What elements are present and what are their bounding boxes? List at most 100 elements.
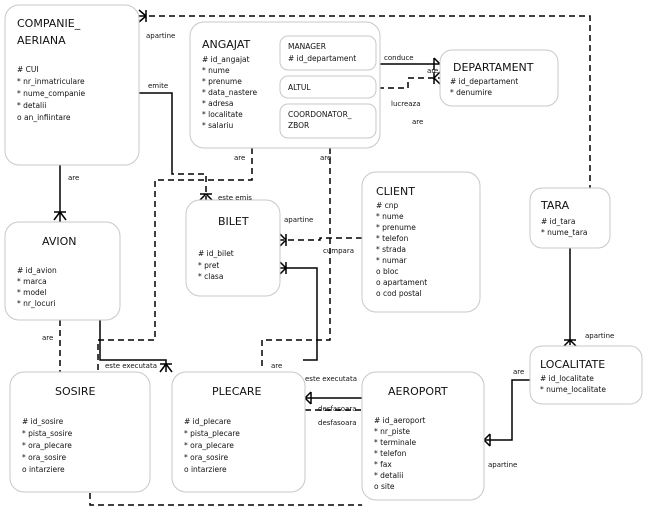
entity-title: COMPANIE_ — [17, 17, 81, 30]
crowfoot-bilet — [279, 261, 287, 275]
attr: # id_tara — [541, 217, 575, 226]
subtype-altul[interactable]: ALTUL — [279, 75, 377, 99]
attr: * ora_sosire — [184, 453, 229, 462]
attr: # CUI — [17, 65, 39, 74]
crowfoot-localitate — [563, 339, 577, 347]
link-companie-emite — [139, 92, 173, 170]
rel-label: are — [513, 368, 524, 376]
entity-title: PLECARE — [212, 385, 262, 398]
crowfoot-aeroport — [483, 433, 491, 447]
attr: o cod postal — [376, 289, 422, 298]
attr: * terminale — [374, 438, 416, 447]
attr: o an_infiintare — [17, 113, 71, 122]
attr: o bloc — [376, 267, 399, 276]
entity-sosire[interactable]: SOSIRE # id_sosire * pista_sosire * ora_… — [9, 371, 151, 493]
crowfoot-lucreaza — [433, 71, 441, 85]
entity-title: TARA — [540, 199, 570, 212]
entity-bilet[interactable]: BILET # id_bilet * pret * clasa — [185, 199, 281, 297]
entity-title: SOSIRE — [55, 385, 96, 398]
rel-label: cumpara — [323, 247, 354, 255]
attr: * detalii — [17, 101, 46, 110]
attr: * nume — [376, 212, 404, 221]
attr: * telefon — [374, 449, 407, 458]
attr: * numar — [376, 256, 408, 265]
entity-title: CLIENT — [376, 185, 415, 198]
relationship-labels: apartine emite are conduce are lucreaza … — [42, 32, 614, 469]
entity-companie-aeriana[interactable]: COMPANIE_ AERIANA # CUI * nr_inmatricula… — [4, 4, 140, 166]
link-angajat-plecare — [261, 148, 331, 370]
rel-label: are — [234, 154, 245, 162]
attr: * pista_plecare — [184, 429, 240, 438]
subtype-title: COORDONATOR_ — [288, 110, 352, 119]
crowfoot-conduce — [433, 57, 441, 70]
subtype-manager[interactable]: MANAGER # id_departament — [279, 35, 377, 71]
crowfoot-plecare-aeroport — [304, 391, 312, 405]
entity-title: AEROPORT — [388, 385, 448, 398]
attr: * fax — [374, 460, 392, 469]
attr: * model — [17, 288, 47, 297]
attr: * prenume — [376, 223, 416, 232]
attr: o site — [374, 482, 395, 491]
attr: * prenume — [202, 77, 242, 86]
link-client-bilet — [280, 237, 362, 241]
link-avion-plecare — [99, 320, 167, 372]
link-bilet-plecare — [280, 267, 318, 361]
crowfoot-avion — [53, 211, 67, 221]
entity-title: AVION — [42, 235, 76, 248]
rel-label: apartine — [146, 32, 175, 40]
crowfoot-bilet-emis — [199, 193, 213, 201]
subtype-coordonator-zbor[interactable]: COORDONATOR_ ZBOR — [279, 103, 377, 139]
rel-label: lucreaza — [391, 100, 421, 108]
attr: * pret — [198, 261, 219, 270]
attr: * pista_sosire — [22, 429, 73, 438]
subtype-title: ALTUL — [288, 83, 311, 92]
rel-label: apartine — [585, 332, 614, 340]
entity-title: BILET — [218, 215, 249, 228]
attr: * adresa — [202, 99, 234, 108]
attr: * nume_tara — [541, 228, 588, 237]
attr: o apartament — [376, 278, 427, 287]
rel-label: are — [320, 154, 331, 162]
rel-label: desfasoara — [318, 419, 357, 427]
connectors — [53, 9, 591, 506]
entity-tara[interactable]: TARA # id_tara * nume_tara — [529, 187, 611, 249]
entity-aeroport[interactable]: AEROPORT # id_aeroport * nr_piste * term… — [361, 371, 485, 501]
rel-label: desfasoara — [318, 405, 357, 413]
link-lucreaza — [378, 77, 440, 89]
entity-client[interactable]: CLIENT # cnp * nume * prenume * telefon … — [361, 171, 481, 313]
attr: o intarziere — [184, 465, 227, 474]
link-bilet-emis — [171, 170, 207, 200]
attr: * data_nastere — [202, 88, 258, 97]
crowfoot-companie — [138, 9, 147, 23]
rel-label: are — [68, 174, 79, 182]
attr: * denumire — [450, 88, 492, 97]
attr: # id_sosire — [22, 417, 64, 426]
entity-title: ANGAJAT — [202, 38, 251, 51]
attr: * ora_sosire — [22, 453, 67, 462]
attr: # id_departament — [450, 77, 518, 86]
attr: * nume_localitate — [540, 385, 606, 394]
entity-localitate[interactable]: LOCALITATE # id_localitate * nume_locali… — [529, 345, 643, 405]
entity-departament[interactable]: DEPARTAMENT # id_departament * denumire — [439, 49, 559, 107]
attr: * clasa — [198, 272, 223, 281]
entity-avion[interactable]: AVION # id_avion * marca * model * nr_lo… — [4, 221, 121, 321]
entity-plecare[interactable]: PLECARE # id_plecare * pista_plecare * o… — [171, 371, 306, 493]
link-angajat-bilet — [97, 148, 253, 372]
rel-label: este emis — [218, 194, 252, 202]
attr: * localitate — [202, 110, 243, 119]
attr: # id_plecare — [184, 417, 231, 426]
attr: o intarziere — [22, 465, 65, 474]
attr: * nr_locuri — [17, 299, 55, 308]
rel-label: are — [427, 67, 438, 75]
link-companie-tara — [139, 15, 591, 188]
attr: * nume — [202, 66, 230, 75]
rel-label: conduce — [384, 54, 414, 62]
attr: * ora_plecare — [184, 441, 234, 450]
attr: # id_bilet — [198, 249, 234, 258]
attr: # cnp — [376, 201, 399, 210]
rel-label: are — [42, 334, 53, 342]
entity-angajat[interactable]: ANGAJAT # id_angajat * nume * prenume * … — [189, 21, 381, 149]
rel-label: apartine — [488, 461, 517, 469]
attr: * nume_companie — [17, 89, 86, 98]
